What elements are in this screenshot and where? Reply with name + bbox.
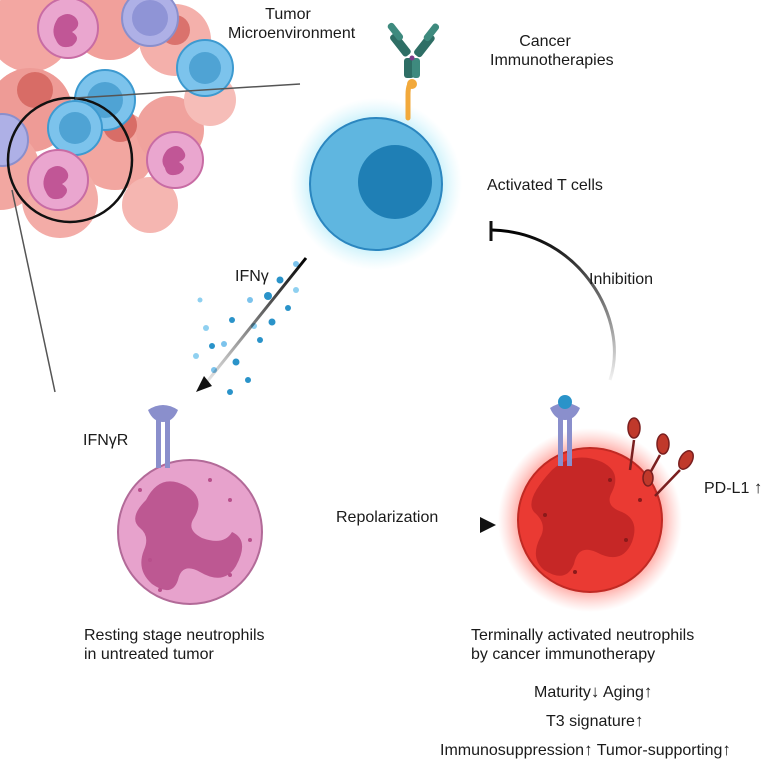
- zoom-line-bottom: [11, 189, 56, 393]
- maturity-down-arrow-icon: ↓: [590, 682, 600, 701]
- resting-neutrophil: [117, 459, 263, 605]
- tumor-supporting-up-arrow-icon: ↑: [722, 740, 731, 759]
- activated-neutrophil: [498, 428, 682, 612]
- pd-l1-up-arrow-icon: ↑: [753, 478, 763, 497]
- bound-receptor-icon: [550, 395, 580, 466]
- aging-text: Aging: [602, 684, 644, 701]
- pd-l1-label: PD-L1 ↑: [704, 478, 762, 498]
- terminal-caption-line1: Terminally activated neutrophils: [471, 627, 695, 644]
- inhibition-arrow: [491, 228, 616, 381]
- pd-l1-icon: [627, 417, 694, 497]
- maturity-aging-row: Maturity↓ Aging↑: [534, 682, 652, 702]
- activated-t-cell: [290, 98, 462, 270]
- t3-signature-text: T3 signature: [546, 713, 635, 730]
- cancer-label-line2: Immunotherapies: [490, 52, 614, 69]
- ifn-gamma-arrow: [200, 257, 308, 389]
- tumor-label-line2: Microenvironment: [228, 25, 356, 42]
- maturity-text: Maturity: [534, 684, 591, 701]
- activated-t-cells-label: Activated T cells: [487, 177, 603, 194]
- terminal-neutrophils-caption: Terminally activated neutrophils by canc…: [471, 626, 694, 664]
- antibody-icon: [387, 22, 440, 78]
- repolarization-label: Repolarization: [336, 509, 439, 526]
- inhibition-label: Inhibition: [589, 271, 654, 288]
- cancer-label-line1: Cancer: [519, 33, 571, 50]
- tumor-supporting-text: Tumor-supporting: [596, 742, 723, 759]
- ifn-gamma-receptor-label: IFNγR: [83, 432, 129, 449]
- cancer-immunotherapies-label: Cancer Immunotherapies: [490, 32, 614, 70]
- repolarization-arrowhead: [480, 517, 496, 533]
- t3-up-arrow-icon: ↑: [634, 711, 644, 730]
- terminal-caption-line2: by cancer immunotherapy: [471, 646, 656, 663]
- function-row: Immunosuppression↑ Tumor-supporting↑: [440, 740, 731, 760]
- resting-caption-line2: in untreated tumor: [84, 646, 214, 663]
- ifn-gamma-dots: [193, 261, 299, 395]
- magnifier-circle: [6, 96, 134, 224]
- t3-signature-row: T3 signature↑: [546, 711, 643, 731]
- pd-l1-text: PD-L1: [704, 480, 750, 497]
- t-cell-receptor-icon: [405, 79, 417, 121]
- ifn-gamma-arrowhead: [196, 376, 212, 392]
- zoom-line-top: [74, 83, 301, 99]
- ifn-gamma-receptor-icon: [148, 405, 178, 468]
- immunosuppression-text: Immunosuppression: [440, 742, 585, 759]
- resting-caption-line1: Resting stage neutrophils: [84, 627, 265, 644]
- ifn-gamma-label: IFNγ: [235, 268, 269, 285]
- resting-neutrophils-caption: Resting stage neutrophils in untreated t…: [84, 626, 265, 664]
- immunosuppression-up-arrow-icon: ↑: [584, 740, 593, 759]
- aging-up-arrow-icon: ↑: [643, 682, 653, 701]
- tumor-label-line1: Tumor: [265, 6, 311, 23]
- tumor-microenvironment-patch: [0, 0, 300, 250]
- tumor-microenvironment-label: Tumor Microenvironment: [228, 5, 356, 43]
